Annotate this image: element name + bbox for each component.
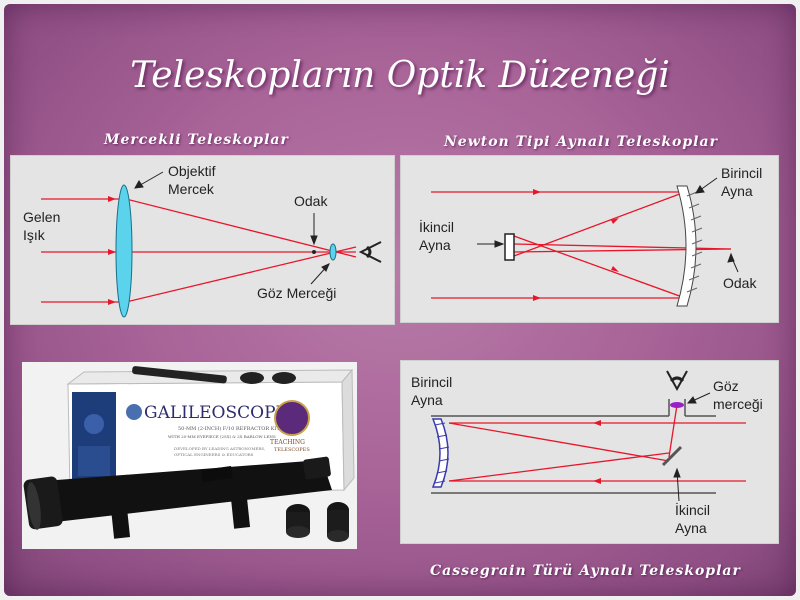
galileoscope-photo: GALILEOSCOPE 50-MM (2-INCH) F/10 REFRACT… bbox=[22, 362, 357, 549]
objective-lens bbox=[115, 184, 133, 318]
secondary-mirror bbox=[504, 233, 515, 261]
product-subtitle: 50-MM (2-INCH) F/10 REFRACTOR KIT bbox=[178, 425, 280, 432]
secondary-mirror bbox=[661, 445, 683, 467]
eyepiece-tube bbox=[132, 366, 227, 384]
label-primary-1: Birincil bbox=[721, 165, 762, 181]
label-eyepiece-2: merceği bbox=[713, 396, 763, 412]
label-objective-2: Mercek bbox=[168, 181, 215, 197]
newtonian-diagram: Birincil Ayna İkincil Ayna Odak bbox=[400, 155, 779, 323]
caption-refractor: Mercekli Teleskoplar bbox=[104, 132, 289, 148]
label-focus: Odak bbox=[294, 193, 328, 209]
label-secondary-1: İkincil bbox=[419, 218, 454, 235]
product-line4: OPTICAL ENGINEERS & EDUCATORS bbox=[174, 452, 254, 457]
eyepiece-lens bbox=[670, 402, 684, 408]
arrowhead-bottom bbox=[108, 299, 116, 305]
label-incoming-light-2: Işık bbox=[23, 227, 46, 243]
arrowhead-middle bbox=[108, 249, 116, 255]
focus-point bbox=[312, 250, 316, 254]
caption-newtonian: Newton Tipi Aynalı Teleskoplar bbox=[444, 134, 718, 150]
label-incoming-light-1: Gelen bbox=[23, 209, 60, 225]
lens-cap bbox=[272, 372, 296, 384]
refractor-diagram: Gelen Işık Objektif Mercek Odak Göz Merc… bbox=[10, 155, 395, 325]
label-primary-1: Birincil bbox=[411, 374, 452, 390]
lens-cap bbox=[240, 372, 264, 384]
label-primary-2: Ayna bbox=[411, 392, 443, 408]
badge-text: TEACHING bbox=[270, 439, 305, 446]
eyepiece-lens bbox=[329, 243, 337, 261]
badge-text-2: TELESCOPES bbox=[274, 447, 310, 453]
eye-icon bbox=[666, 370, 688, 392]
converging-ray-top bbox=[125, 198, 357, 258]
label-focus: Odak bbox=[723, 275, 757, 291]
label-primary-2: Ayna bbox=[721, 183, 753, 199]
label-objective-1: Objektif bbox=[168, 163, 216, 179]
telescope-tube bbox=[23, 456, 332, 539]
badge-emblem bbox=[274, 400, 310, 436]
product-line2: WITH 20-MM EYEPIECE (25X) & 2X BARLOW LE… bbox=[168, 434, 276, 439]
eye-icon bbox=[358, 241, 382, 263]
slide-title: Teleskopların Optik Düzeneği bbox=[130, 55, 670, 96]
cassegrain-diagram: Birincil Ayna Göz merceği İkincil Ayna bbox=[400, 360, 779, 544]
caption-cassegrain: Cassegrain Türü Aynalı Teleskoplar bbox=[430, 563, 741, 579]
primary-mirror bbox=[676, 185, 697, 307]
label-secondary-2: Ayna bbox=[419, 237, 451, 253]
arrowhead-top bbox=[108, 196, 116, 202]
label-eyepiece: Göz Merceği bbox=[257, 285, 336, 301]
primary-mirror bbox=[431, 418, 449, 488]
label-eyepiece-1: Göz bbox=[713, 378, 739, 394]
label-secondary-1: İkincil bbox=[675, 501, 710, 518]
converging-ray-bottom bbox=[125, 246, 357, 303]
label-secondary-2: Ayna bbox=[675, 520, 707, 536]
product-line3: DEVELOPED BY LEADING ASTRONOMERS, bbox=[174, 446, 265, 451]
product-name: GALILEOSCOPE bbox=[144, 403, 288, 423]
